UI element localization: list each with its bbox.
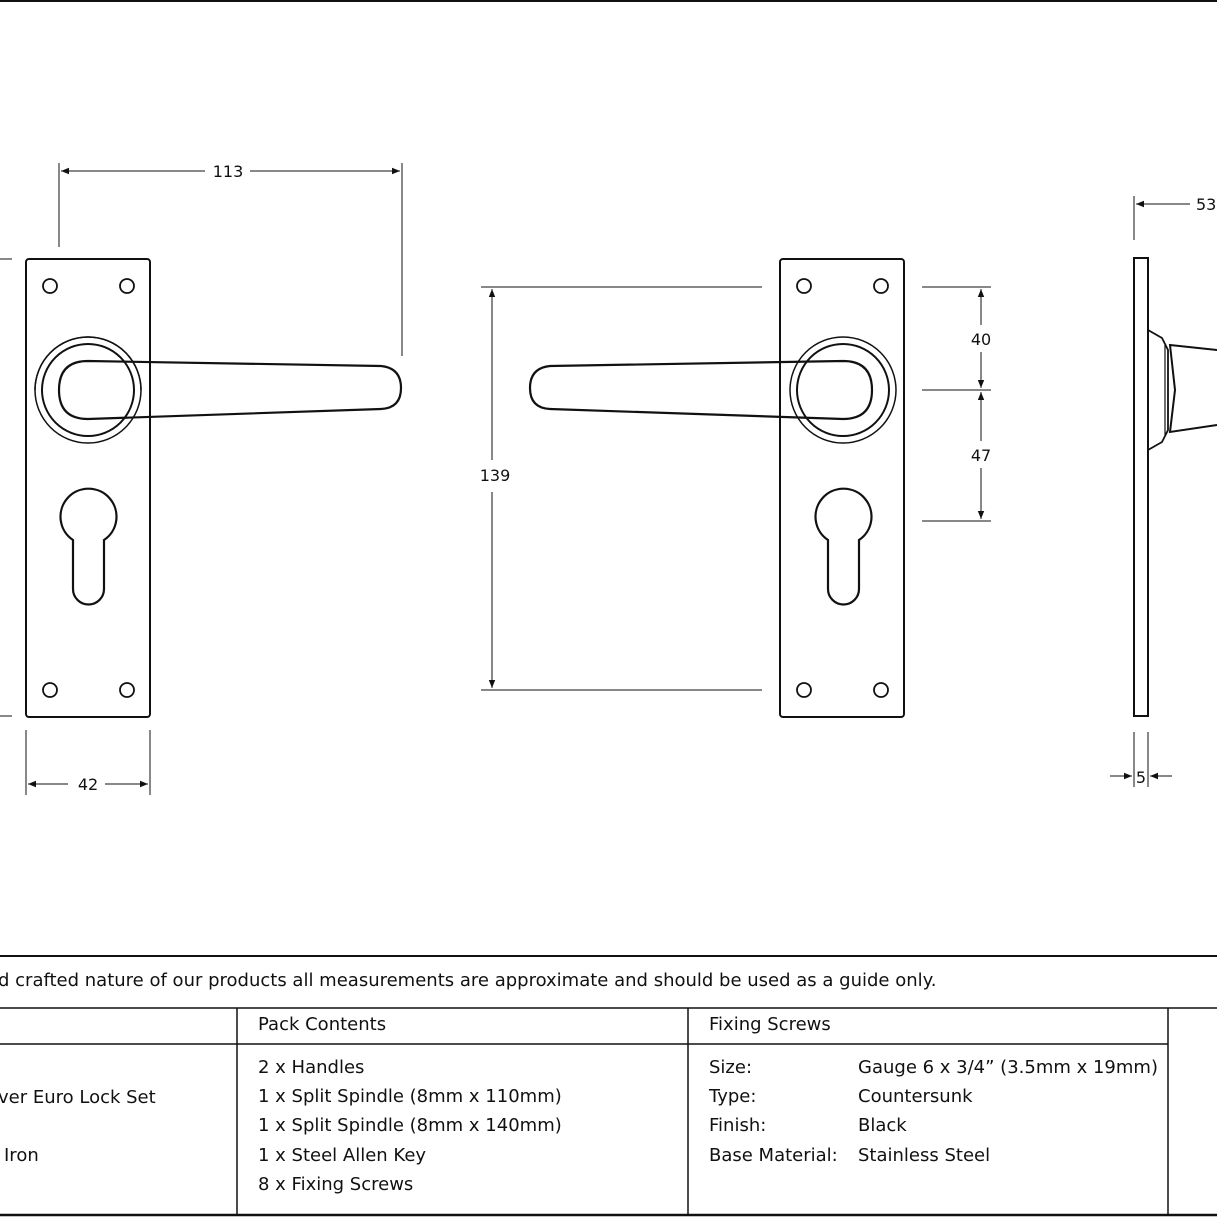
screw-hole xyxy=(119,278,135,294)
spec-label: Type: xyxy=(709,1086,757,1107)
dimension-5: 5 xyxy=(1110,732,1172,787)
measurement-disclaimer: d crafted nature of our products all mea… xyxy=(0,970,937,991)
product-name: ver Euro Lock Set xyxy=(0,1087,156,1108)
side-rose xyxy=(1147,329,1169,451)
spec-table-lines xyxy=(0,955,1217,1217)
pack-contents-header: Pack Contents xyxy=(258,1014,387,1035)
dimension-label: 47 xyxy=(971,446,991,465)
product-material: Iron xyxy=(4,1145,39,1166)
euro-keyhole xyxy=(59,487,118,606)
side-backplate xyxy=(1133,257,1149,717)
screw-hole xyxy=(42,278,58,294)
dimension-label: 40 xyxy=(971,330,991,349)
screw-hole xyxy=(796,278,812,294)
spec-label: Size: xyxy=(709,1057,753,1078)
backplate xyxy=(25,258,151,718)
fixing-screws-header: Fixing Screws xyxy=(709,1014,831,1035)
screw-hole xyxy=(873,682,889,698)
spec-label: Base Material: xyxy=(709,1145,838,1166)
pack-item: 1 x Split Spindle (8mm x 110mm) xyxy=(258,1086,562,1107)
rose-inner xyxy=(796,343,890,437)
pack-item: 1 x Steel Allen Key xyxy=(258,1145,427,1166)
screw-hole xyxy=(119,682,135,698)
screw-hole xyxy=(873,278,889,294)
pack-item: 2 x Handles xyxy=(258,1057,365,1078)
dimension-113: 113 xyxy=(58,162,403,356)
dimension-42: 42 xyxy=(25,730,151,795)
euro-keyhole xyxy=(814,487,873,606)
spec-value: Countersunk xyxy=(858,1086,973,1107)
pack-item: 8 x Fixing Screws xyxy=(258,1174,414,1195)
rose-ring xyxy=(34,336,142,444)
lever-handle xyxy=(57,359,403,421)
spec-label: Finish: xyxy=(709,1115,767,1136)
side-view xyxy=(1133,257,1217,717)
dimension-53: 53 xyxy=(1133,195,1216,240)
screw-hole xyxy=(796,682,812,698)
backplate xyxy=(779,258,905,718)
pack-item: 1 x Split Spindle (8mm x 140mm) xyxy=(258,1115,562,1136)
dimension-label: 42 xyxy=(78,775,98,794)
rose-inner xyxy=(41,343,135,437)
right-front-view xyxy=(528,258,905,718)
spec-value: Stainless Steel xyxy=(858,1145,991,1166)
dimension-40-47: 40 47 xyxy=(922,286,991,522)
spec-value: Black xyxy=(858,1115,907,1136)
rose-ring xyxy=(789,336,897,444)
side-lever xyxy=(1168,343,1217,434)
screw-hole xyxy=(42,682,58,698)
spec-value: Gauge 6 x 3/4” (3.5mm x 19mm) xyxy=(858,1057,1158,1078)
dimension-label: 53 xyxy=(1196,195,1216,214)
dimension-139: 139 xyxy=(480,286,762,691)
dimension-label: 113 xyxy=(213,162,244,181)
dimension-label: 5 xyxy=(1136,768,1146,787)
lever-handle xyxy=(528,359,874,421)
left-front-view xyxy=(25,258,403,718)
dimension-label: 139 xyxy=(480,466,511,485)
